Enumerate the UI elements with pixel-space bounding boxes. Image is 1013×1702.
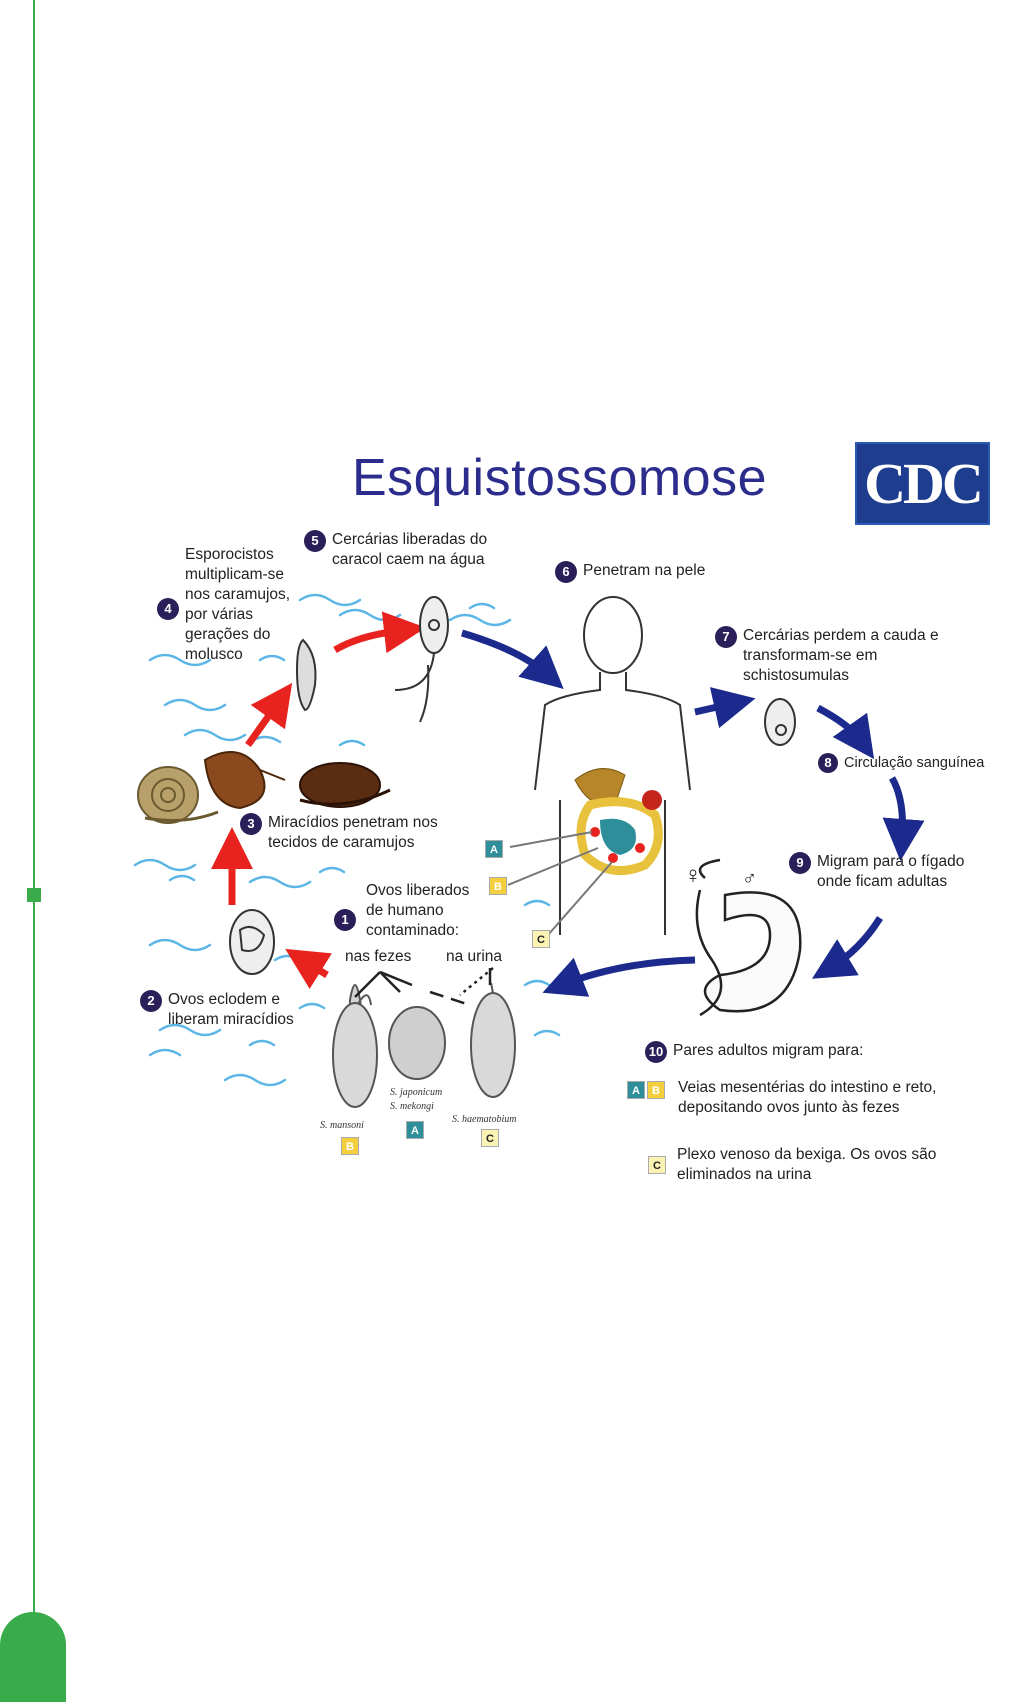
destination-intestine: Veias mesentérias do intestino e reto, d… (678, 1079, 937, 1116)
larval-stages (229, 596, 796, 975)
legend-a: A (627, 1081, 645, 1099)
step-10: 10 Pares adultos migram para: (645, 1041, 923, 1063)
step-number: 9 (789, 852, 811, 874)
step-10-text: Pares adultos migram para: (673, 1042, 864, 1059)
step-8: 8 Circulação sanguínea (818, 753, 984, 773)
species-haematobium: S. haematobium (452, 1114, 517, 1125)
blue-arrows (461, 629, 925, 997)
route-urine: na urina (446, 948, 503, 965)
step-8-text: Circulação sanguínea (844, 755, 985, 771)
organ-marker-c: C (532, 930, 550, 948)
step-3-text: Miracídios penetram nos tecidos de caram… (268, 814, 438, 851)
adult-worm-pair (695, 858, 802, 1017)
accent-marker (27, 888, 41, 902)
step-number: 3 (240, 813, 262, 835)
male-symbol: ♂ (742, 868, 757, 890)
step-5-text: Cercárias liberadas do caracol caem na á… (332, 531, 488, 568)
species-japonicum-marker: A (406, 1121, 424, 1139)
step-4-text: Esporocistos multiplicam-se nos caramujo… (185, 546, 291, 663)
species-mansoni-marker: B (341, 1137, 359, 1155)
organ-pointer-lines (507, 831, 613, 936)
step-9: 9 Migram para o fígado onde ficam adulta… (789, 852, 992, 892)
species-haematobium-marker: C (481, 1129, 499, 1147)
female-symbol: ♀ (684, 862, 702, 889)
species-mekongi: S. mekongi (390, 1101, 434, 1112)
step-1-text: Ovos liberados de humano contaminado: (366, 882, 470, 939)
step-number: 6 (555, 561, 577, 583)
step-6-text: Penetram na pele (583, 562, 706, 579)
snail-illustrations (137, 751, 391, 824)
red-arrows (211, 611, 426, 989)
step-number: 10 (645, 1041, 667, 1063)
species-japonicum: S. japonicum (390, 1087, 443, 1098)
step-number: 7 (715, 626, 737, 648)
accent-tab (0, 1612, 66, 1702)
step-2-text: Ovos eclodem e liberam miracídios (168, 991, 294, 1028)
human-body-outline (534, 596, 691, 935)
destination-bladder: Plexo venoso da bexiga. Os ovos são elim… (677, 1146, 937, 1183)
step-3: 3 Miracídios penetram nos tecidos de car… (240, 813, 468, 853)
step-1: 1 Ovos liberados de humano contaminado: (334, 882, 486, 941)
legend-c-dest: C (648, 1156, 666, 1174)
step-7-text: Cercárias perdem a cauda e transformam-s… (743, 627, 939, 684)
step-9-text: Migram para o fígado onde ficam adultas (817, 853, 965, 890)
step-7: 7 Cercárias perdem a cauda e transformam… (715, 626, 973, 686)
legend-c: C (648, 1156, 666, 1174)
step-2: 2 Ovos eclodem e liberam miracídios (140, 990, 328, 1030)
step-number: 8 (818, 753, 838, 773)
step-number: 1 (334, 909, 356, 931)
water-waves (133, 593, 561, 1087)
route-feces: nas fezes (345, 948, 412, 965)
legend-ab: A B (627, 1081, 665, 1099)
diagram-title: Esquistossomose (352, 449, 768, 507)
step-number: 4 (157, 598, 179, 620)
step-number: 2 (140, 990, 162, 1012)
step-5: 5 Cercárias liberadas do caracol caem na… (304, 530, 522, 570)
egg-illustrations (332, 982, 516, 1108)
legend-b: B (647, 1081, 665, 1099)
step-number: 5 (304, 530, 326, 552)
step-6: 6 Penetram na pele (555, 561, 763, 583)
species-mansoni: S. mansoni (320, 1120, 364, 1131)
egg-route-lines (354, 967, 494, 1007)
cdc-logo: CDC (855, 442, 990, 525)
organ-marker-b: B (489, 877, 507, 895)
accent-vertical-line (33, 0, 35, 1620)
step-4: 4 Esporocistos multiplicam-se nos caramu… (157, 545, 307, 665)
organ-marker-a: A (485, 840, 503, 858)
abdominal-organs (574, 768, 663, 876)
